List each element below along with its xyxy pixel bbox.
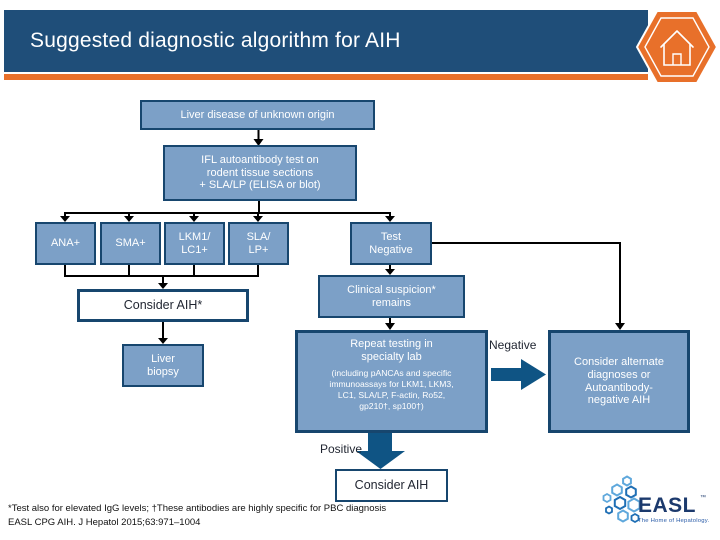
- node-ana: ANA+: [35, 222, 96, 265]
- node-consider-alternate: Consider alternate diagnoses or Autoanti…: [548, 330, 690, 433]
- node-liver-disease: Liver disease of unknown origin: [140, 100, 375, 130]
- node-lkm1-lc1: LKM1/ LC1+: [164, 222, 225, 265]
- easl-logo: EASL ™ The Home of Hepatology.: [598, 464, 718, 536]
- footnote-line2: EASL CPG AIH. J Hepatol 2015;63:971–1004: [8, 517, 201, 528]
- page-title: Suggested diagnostic algorithm for AIH: [30, 29, 401, 52]
- node-ifl-test: IFL autoantibody test on rodent tissue s…: [163, 145, 357, 201]
- node-sma: SMA+: [100, 222, 161, 265]
- repeat-testing-detail: (including pANCAs and specific immunoass…: [329, 368, 454, 411]
- negative-branch-label: Negative: [489, 338, 537, 352]
- node-repeat-testing: Repeat testing in specialty lab (includi…: [295, 330, 488, 433]
- footnote: *Test also for elevated IgG levels; †The…: [8, 502, 386, 530]
- easl-trademark: ™: [700, 495, 706, 501]
- node-consider-aih-star: Consider AIH*: [77, 289, 249, 322]
- negative-block-arrow-icon: [491, 359, 546, 390]
- easl-wordmark: EASL: [638, 494, 697, 517]
- positive-branch-label: Positive: [320, 442, 363, 456]
- node-liver-biopsy: Liver biopsy: [122, 344, 204, 387]
- node-test-negative: Test Negative: [350, 222, 432, 265]
- title-bar: Suggested diagnostic algorithm for AIH: [4, 10, 648, 72]
- repeat-testing-title: Repeat testing in specialty lab: [350, 338, 433, 364]
- node-sla-lp: SLA/ LP+: [228, 222, 289, 265]
- footnote-line1: *Test also for elevated IgG levels; †The…: [8, 503, 387, 514]
- easl-hexagon-cluster-icon: [602, 475, 641, 524]
- easl-tagline: The Home of Hepatology.: [638, 518, 710, 524]
- positive-block-arrow-icon: [356, 433, 405, 469]
- node-consider-aih: Consider AIH: [335, 469, 448, 502]
- home-icon: [635, 10, 719, 84]
- node-clinical-suspicion: Clinical suspicion* remains: [318, 275, 465, 318]
- accent-bar: [4, 74, 648, 80]
